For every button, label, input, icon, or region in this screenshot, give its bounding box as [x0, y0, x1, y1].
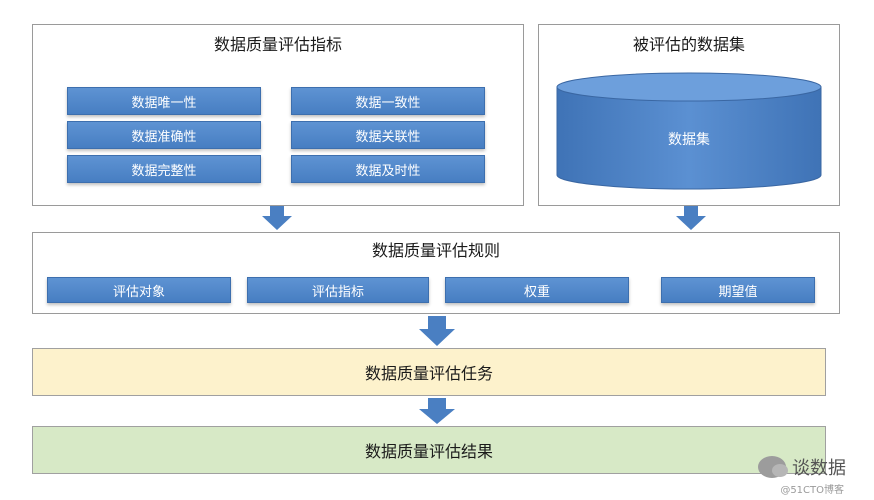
watermark-credit: @51CTO博客 — [780, 485, 844, 496]
metric-relevance: 数据关联性 — [291, 121, 485, 149]
rule-evaluation-object: 评估对象 — [47, 277, 231, 303]
metrics-panel: 数据质量评估指标 数据唯一性 数据一致性 数据准确性 数据关联性 数据完整性 数… — [32, 24, 524, 206]
metric-completeness: 数据完整性 — [67, 155, 261, 183]
evaluation-task-band: 数据质量评估任务 — [32, 348, 826, 396]
metric-accuracy: 数据准确性 — [67, 121, 261, 149]
rule-weight: 权重 — [445, 277, 629, 303]
dataset-panel-title: 被评估的数据集 — [632, 35, 745, 54]
rules-panel: 数据质量评估规则 评估对象 评估指标 权重 期望值 — [32, 232, 840, 314]
watermark-text: 谈数据 — [792, 458, 846, 479]
rule-evaluation-metric: 评估指标 — [247, 277, 429, 303]
metrics-panel-title: 数据质量评估指标 — [213, 35, 342, 54]
rules-panel-title: 数据质量评估规则 — [371, 241, 500, 260]
down-arrow-icon — [419, 316, 455, 346]
metric-timeliness: 数据及时性 — [291, 155, 485, 183]
wechat-icon — [758, 456, 788, 478]
down-arrow-icon — [676, 206, 706, 230]
down-arrow-icon — [262, 206, 292, 230]
down-arrow-icon — [419, 398, 455, 424]
metric-consistency: 数据一致性 — [291, 87, 485, 115]
dataset-panel: 被评估的数据集 数据集 — [538, 24, 840, 206]
evaluation-task-label: 数据质量评估任务 — [364, 364, 493, 383]
wechat-watermark: 谈数据 — [758, 454, 846, 480]
evaluation-result-label: 数据质量评估结果 — [364, 442, 493, 461]
evaluation-result-band: 数据质量评估结果 — [32, 426, 826, 474]
dataset-cylinder-label: 数据集 — [668, 132, 710, 148]
dataset-cylinder-icon — [556, 72, 822, 190]
rule-expected-value: 期望值 — [661, 277, 815, 303]
metric-uniqueness: 数据唯一性 — [67, 87, 261, 115]
